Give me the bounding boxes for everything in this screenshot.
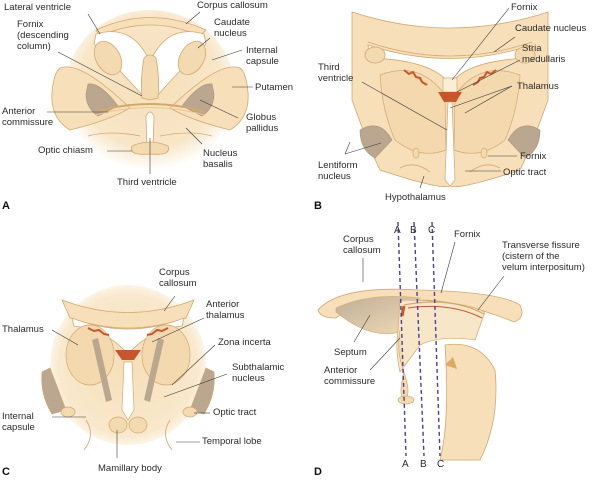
label-c-mamillary-body: Mamillary body [98,463,162,474]
panel-a [51,10,249,170]
b-fornix-column-left [412,147,420,159]
label-a-anterior-commissure: Anterior commissure [2,106,54,128]
b-caudate-right [514,46,536,64]
label-c-internal-capsule: Internal capsule [2,411,35,433]
cut-label-b-bottom: B [420,459,427,470]
b-fornix-column-right [480,147,488,159]
d-anterior-commissure-shape [398,329,409,401]
label-a-caudate-nucleus: Caudate nucleus [214,17,250,39]
label-c-thalamus: Thalamus [2,324,44,335]
cut-label-a-top: A [394,225,401,236]
cut-label-a-bottom: A [402,459,409,470]
c-third-ventricle [121,361,135,421]
label-c-subthalamic-nucleus: Subthalamic nucleus [232,362,285,384]
d-tectum [445,357,457,369]
b-thalamus-left [379,70,447,154]
label-c-temporal-lobe: Temporal lobe [202,436,262,447]
label-b-thalamus: Thalamus [517,81,559,92]
b-choroid-plexus [438,92,462,102]
a-fornix [140,54,160,101]
label-a-third-ventricle: Third ventricle [117,177,177,188]
a-caudate-right [177,40,207,76]
label-a-globus-pallidus: Globus pallidus [246,112,279,134]
c-optic-tract-right [182,406,198,418]
cut-label-b-top: B [410,225,417,236]
label-d-fornix: Fornix [454,229,481,240]
label-b-hypothalamus: Hypothalamus [385,192,446,203]
b-corpus-callosum-edge [367,41,533,57]
panel-letter-b: B [314,200,322,212]
b-third-ventricle [444,101,456,187]
b-lentiform-left [359,125,393,159]
b-thalamus-right [453,70,521,154]
d-chiasm [397,395,415,405]
leader-lines [47,7,521,458]
cut-label-c-top: C [428,225,436,236]
c-temporal-lobe [83,419,173,451]
d-brainstem [439,343,497,461]
b-plexus-right [472,69,497,86]
b-lentiform-right [507,125,541,159]
label-b-caudate-nucleus: Caudate nucleus [515,23,587,34]
label-a-internal-capsule: Internal capsule [246,45,279,67]
c-plexus [115,350,141,360]
label-a-corpus-callosum: Corpus callosum [197,0,268,11]
c-mamillary-left [108,416,128,434]
c-corpus-callosum [61,299,195,329]
label-d-anterior-commissure: Anterior commissure [324,365,376,387]
label-b-third-ventricle: Third ventricle [318,62,354,84]
b-lateral-ventricles [367,44,533,83]
cut-label-c-bottom: C [437,459,445,470]
a-anterior-commissure [94,103,206,113]
b-plexus-left [403,69,428,86]
panel-c [41,285,215,451]
label-b-fornix-bottom: Fornix [520,151,547,162]
label-b-fornix-top: Fornix [511,2,538,13]
label-b-stria-medullaris: Stria medullaris [522,43,566,65]
panel-b [351,11,549,187]
a-caudate-left [93,40,123,76]
panel-letter-c: C [2,466,10,478]
c-mamillary-right [128,416,148,434]
d-plexus-front [400,305,406,317]
d-plexus-line [407,305,483,319]
label-a-fornix: Fornix (descending column) [17,19,69,52]
panel-letter-d: D [314,466,322,478]
c-plexus-right [146,327,169,336]
label-b-lentiform-nucleus: Lentiform nucleus [318,160,358,182]
c-zona-incerta-right [144,338,164,402]
label-d-septum: Septum [334,347,367,358]
label-c-zona-incerta: Zona incerta [218,337,271,348]
label-a-putamen: Putamen [255,82,294,93]
b-optic-tracts [399,164,501,173]
panel-letter-a: A [2,200,10,212]
b-fornix [442,77,458,93]
c-optic-tract-left [60,406,76,418]
c-zona-incerta-left [92,338,112,402]
label-a-lateral-ventricle: Lateral ventricle [4,2,72,13]
d-corpus-callosum [317,288,523,323]
label-d-transverse-fissure: Transverse fissure (cistern of the velum… [502,240,585,273]
label-b-optic-tract: Optic tract [503,167,547,178]
panel-d [317,221,523,461]
a-base-line [87,132,213,137]
b-caudate-left [364,46,386,64]
label-a-nucleus-basalis: Nucleus basalis [203,148,238,170]
label-c-corpus-callosum: Corpus callosum [159,267,197,289]
label-c-anterior-thalamus: Anterior thalamus [206,299,245,321]
label-a-optic-chiasm: Optic chiasm [38,145,93,156]
label-c-optic-tract: Optic tract [213,407,257,418]
c-plexus-left [87,327,110,336]
label-d-corpus-callosum: Corpus callosum [343,234,381,256]
d-fornix-arc [403,301,485,315]
